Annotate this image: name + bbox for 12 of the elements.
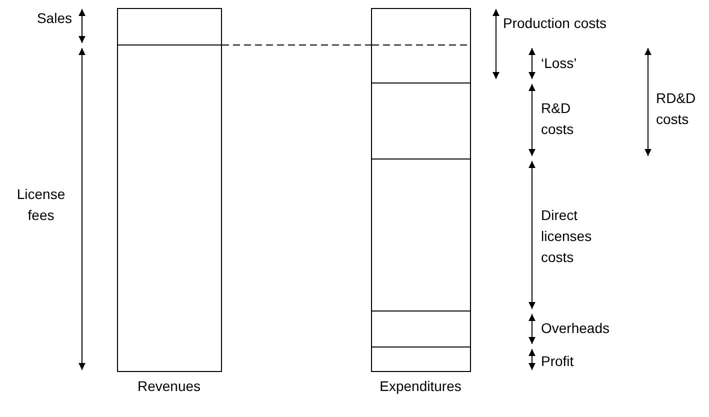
dimension-label: ‘Loss’ (541, 54, 578, 73)
bar-caption: Expenditures (380, 378, 462, 394)
dimension-label: License fees (16, 185, 66, 225)
dimension-label: Profit (541, 352, 575, 371)
bar-caption: Revenues (137, 378, 201, 394)
dimension-label: Production costs (503, 14, 608, 33)
dashed-connector (222, 44, 372, 46)
dimension-label: Overheads (541, 319, 610, 338)
dimension-label: RD&D costs (656, 89, 697, 129)
dimension-label: Direct licenses costs (541, 206, 593, 267)
dimension-label: Sales (36, 9, 72, 28)
dimension-label: R&D costs (541, 99, 575, 139)
